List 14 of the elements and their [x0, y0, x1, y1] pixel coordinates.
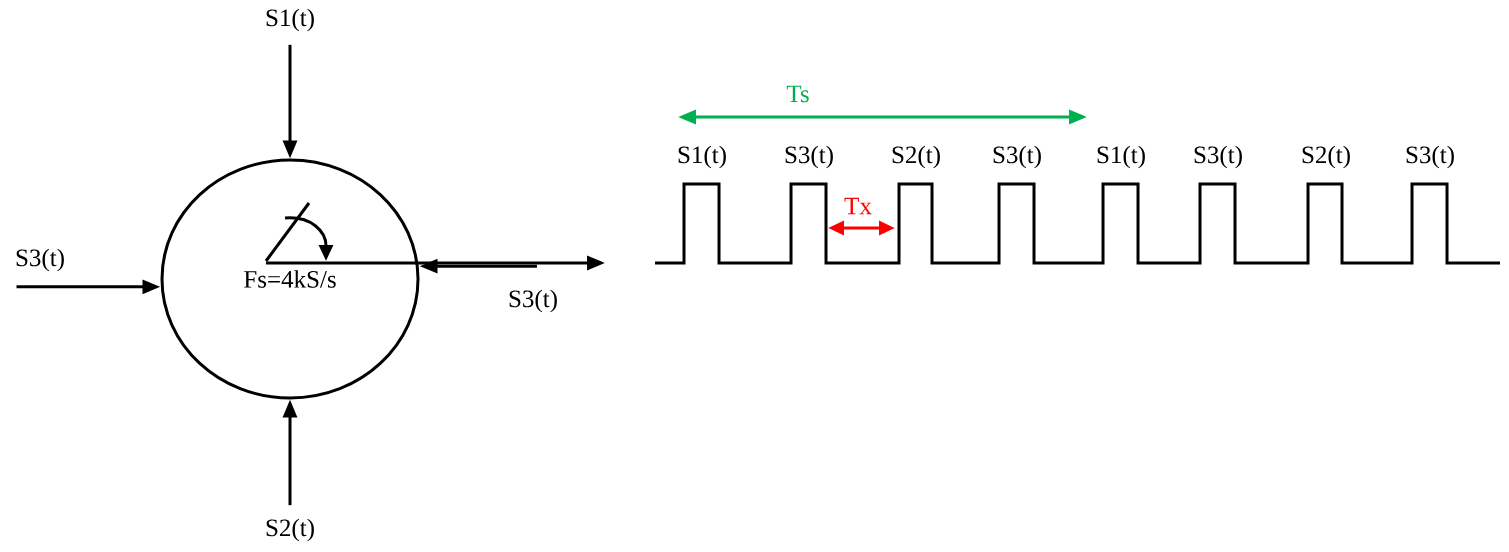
interval-label: Tx	[844, 197, 872, 215]
pulse-label: S3(t)	[785, 145, 833, 169]
pulse-label: S2(t)	[1302, 145, 1350, 169]
pulse-label: S1(t)	[1097, 145, 1145, 169]
pulse-label: S3(t)	[993, 145, 1041, 169]
signal-label: S1(t)	[266, 8, 314, 32]
pulse-label: S2(t)	[892, 145, 940, 169]
pulse-label: S3(t)	[1194, 145, 1242, 169]
signal-label: S3(t)	[509, 289, 557, 313]
signal-label: S2(t)	[266, 518, 314, 542]
pulse-label: S1(t)	[678, 145, 726, 169]
pulse-label: S3(t)	[1406, 145, 1454, 169]
period-label: Ts	[786, 85, 809, 103]
signal-label: S3(t)	[16, 248, 64, 272]
